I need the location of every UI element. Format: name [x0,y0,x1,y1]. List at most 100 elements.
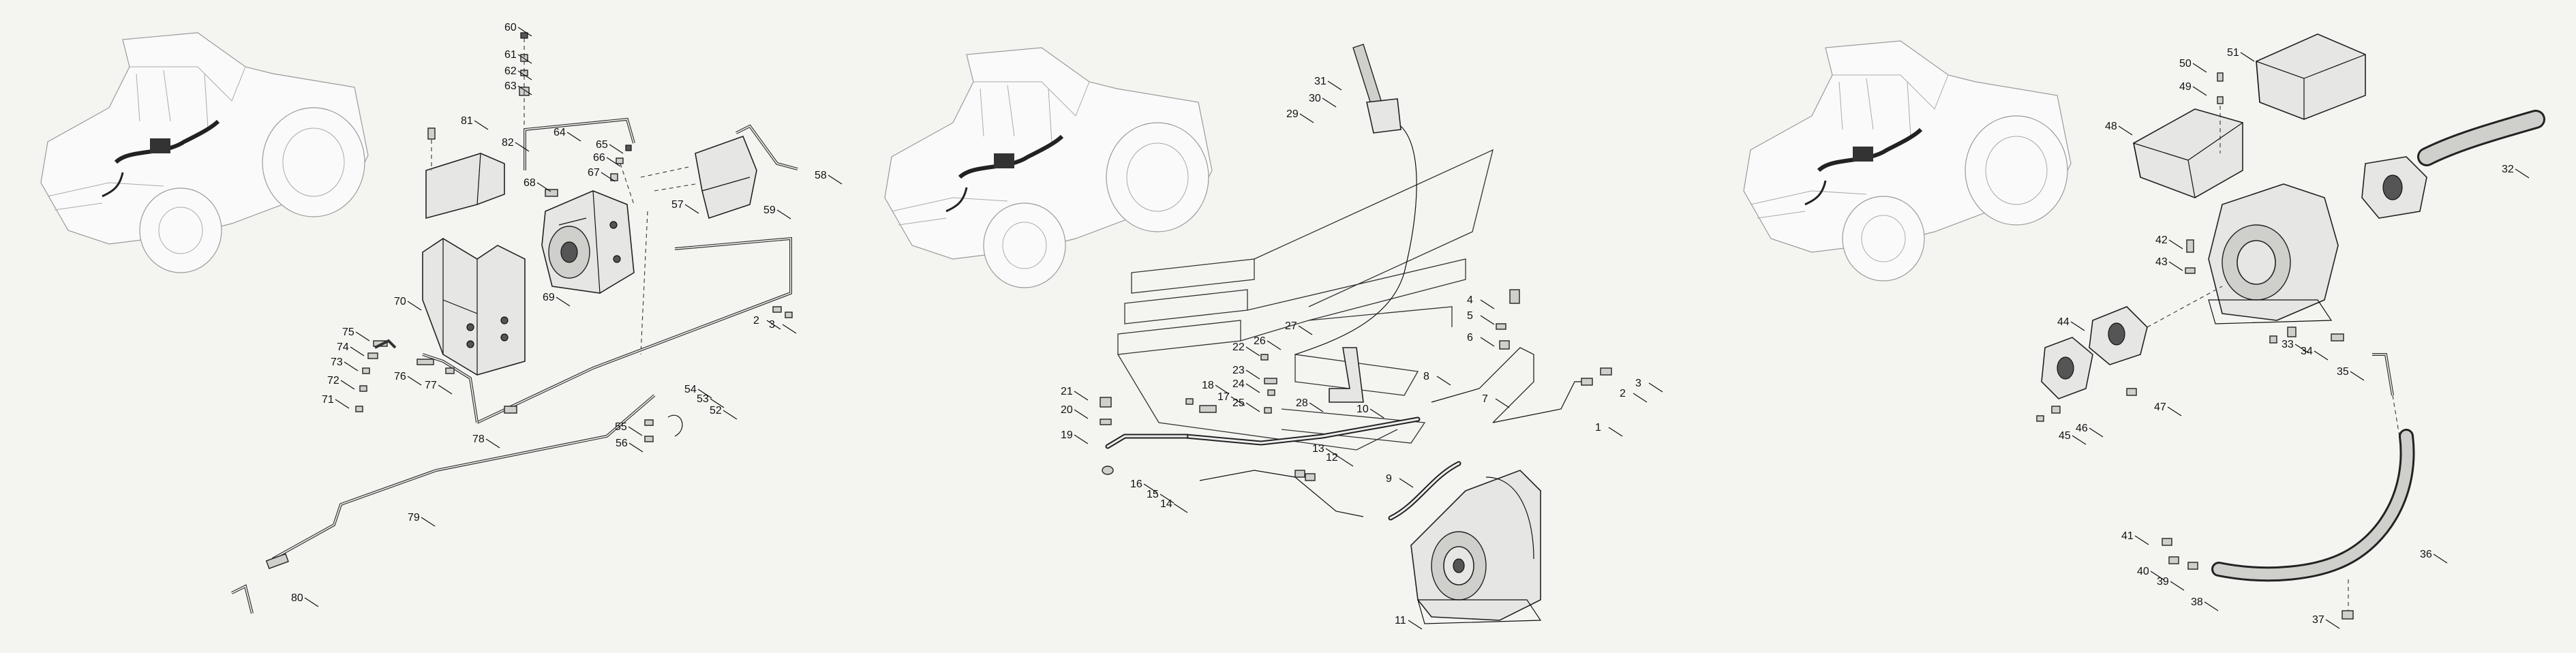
callout-label-37: 37 [2312,614,2324,626]
callout-label-74: 74 [337,341,349,353]
callout-label-67: 67 [588,167,600,179]
leader-line-55 [628,426,643,436]
leader-line-1 [1608,427,1623,437]
leader-line-57 [684,204,699,214]
callout-label-12: 12 [1326,452,1338,464]
callout-label-22: 22 [1232,341,1245,353]
leader-line-61 [517,54,532,64]
leader-line-36 [2433,553,2448,564]
leader-line-41 [2134,535,2149,545]
callout-label-80: 80 [291,592,303,604]
right-panel-parts [2036,33,2545,620]
callout-label-58: 58 [815,170,827,181]
callout-label-5: 5 [1467,310,1473,322]
callout-label-35: 35 [2337,366,2349,378]
callout-label-62: 62 [504,65,517,77]
callout-label-48: 48 [2105,121,2117,132]
leader-line-4 [1480,299,1495,309]
callout-label-28: 28 [1296,397,1308,409]
callout-label-47: 47 [2154,401,2166,413]
leader-line-69 [556,297,571,307]
leader-line-8 [1436,376,1451,386]
callout-label-15: 15 [1147,489,1159,500]
callout-label-61: 61 [504,49,517,61]
leader-line-65 [609,144,624,154]
callout-label-27: 27 [1285,320,1297,332]
callout-label-38: 38 [2191,596,2203,608]
callout-label-14: 14 [1160,498,1172,510]
callout-label-3: 3 [1635,378,1641,389]
callout-label-31: 31 [1314,76,1327,87]
leader-line-18 [1215,384,1230,395]
leader-line-32 [2515,168,2530,179]
callout-label-64: 64 [554,127,566,138]
leader-line-54 [697,389,712,399]
leader-line-20 [1074,409,1089,419]
leader-line-10 [1369,408,1384,419]
callout-label-45: 45 [2059,430,2071,442]
callout-label-53: 53 [697,393,709,405]
callout-label-41: 41 [2121,530,2134,542]
leader-line-19 [1074,434,1089,444]
callout-label-63: 63 [504,80,517,92]
callout-label-17: 17 [1217,391,1230,403]
leader-line-67 [601,172,616,182]
leader-line-63 [517,85,532,95]
callout-label-81: 81 [461,115,473,127]
callout-label-1: 1 [1595,422,1601,434]
callout-label-79: 79 [408,512,420,523]
callout-label-9: 9 [1386,473,1392,485]
callout-label-72: 72 [327,375,339,386]
leader-line-78 [485,438,500,449]
leader-line-52 [723,410,738,420]
callout-label-25: 25 [1232,397,1245,409]
leader-line-23 [1245,369,1260,380]
callout-label-11: 11 [1395,615,1406,626]
leader-line-68 [536,182,551,192]
leader-line-21 [1074,391,1089,401]
leader-line-30 [1322,97,1337,108]
callout-label-75: 75 [342,326,354,338]
leader-line-49 [2192,86,2207,96]
leader-line-38 [2204,601,2219,611]
leader-line-58 [828,174,843,185]
leader-line-70 [407,301,422,311]
leader-line-73 [344,361,359,371]
leader-line-76 [407,376,422,386]
leader-line-26 [1267,340,1282,350]
leader-line-3 [1648,382,1663,393]
callout-label-40: 40 [2137,566,2149,577]
leader-line-44 [2070,321,2085,331]
leader-line-50 [2192,63,2207,73]
leader-line-62 [517,70,532,80]
leader-line-29 [1299,113,1314,123]
callout-label-69: 69 [543,292,555,303]
callout-label-26: 26 [1254,335,1266,347]
callout-label-51: 51 [2227,47,2239,59]
leader-line-9 [1399,478,1414,488]
leader-line-43 [2168,261,2183,271]
leader-line-24 [1245,383,1260,393]
leader-line-2 [1633,393,1648,403]
callout-label-65: 65 [596,139,608,151]
leader-line-81 [474,120,489,130]
leader-line-72 [340,380,355,390]
callout-label-10: 10 [1357,404,1369,415]
callout-label-33: 33 [2282,339,2294,350]
leader-line-60 [517,27,532,37]
leader-line-13 [1325,448,1340,458]
leader-line-15 [1160,493,1175,504]
tractor-thumbnail-middle [884,47,1213,288]
callout-label-6: 6 [1467,332,1473,344]
leader-line-2 [766,320,781,330]
leader-line-17 [1230,396,1245,406]
leader-line-37 [2325,619,2340,629]
leader-line-64 [566,132,581,142]
callout-label-76: 76 [394,371,406,382]
callout-label-50: 50 [2179,58,2192,70]
callout-label-2: 2 [1620,388,1626,399]
leader-line-46 [2089,427,2104,438]
callout-label-66: 66 [593,152,605,164]
